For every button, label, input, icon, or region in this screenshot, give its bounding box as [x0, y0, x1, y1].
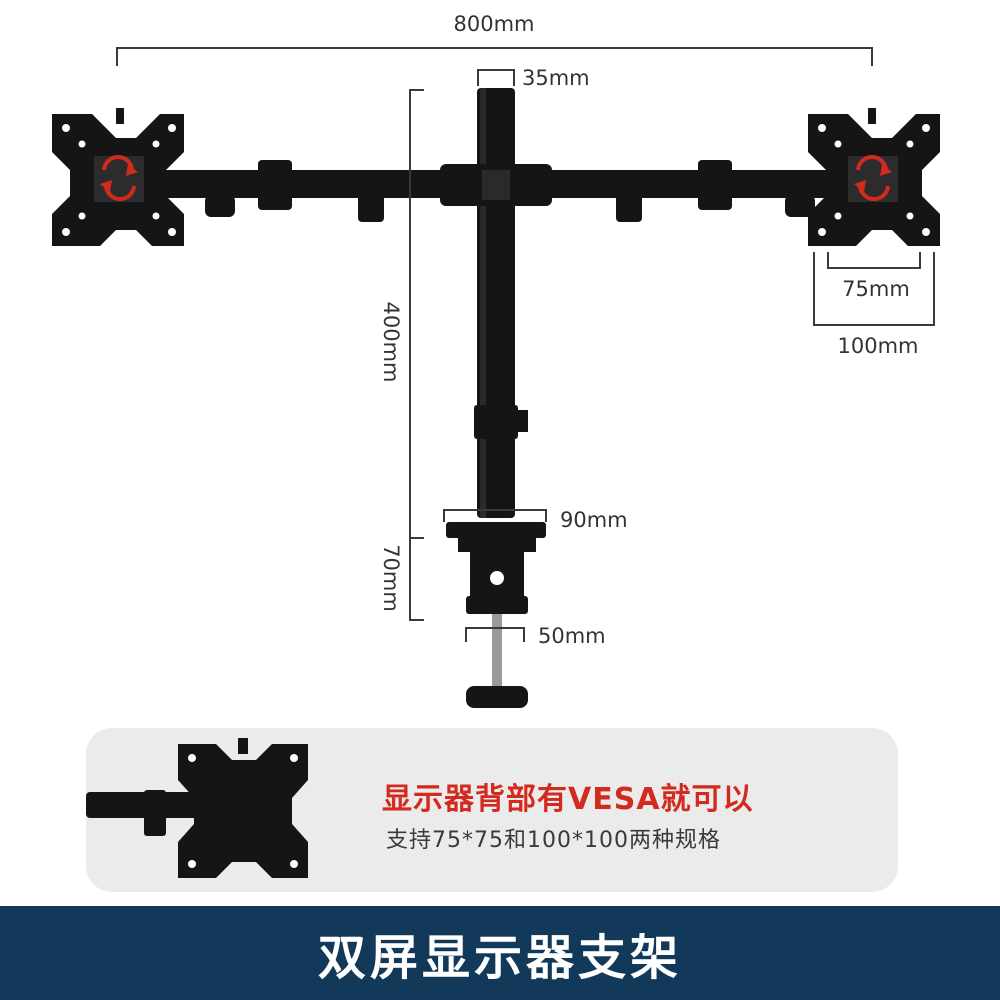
thumbnail-hole — [290, 754, 298, 762]
left-plate-hole — [62, 228, 70, 236]
vesa-info-title: 显示器背部有VESA就可以 — [382, 782, 754, 817]
clamp-hole — [490, 571, 504, 585]
left-plate-center — [94, 156, 144, 202]
thumbnail-plate — [178, 744, 308, 878]
left-arm-joint-outer — [258, 160, 292, 210]
height-bracket — [409, 89, 424, 621]
right-plate-hole — [922, 124, 930, 132]
vesa-small-label: 75mm — [842, 277, 910, 301]
base-plate — [446, 522, 546, 538]
right-plate-hole — [834, 140, 842, 148]
pole-highlight — [480, 88, 486, 518]
left-plate-hole — [78, 212, 86, 220]
clamp-opening-label: 50mm — [538, 624, 606, 648]
vesa-plate-thumbnail — [86, 738, 308, 878]
base-width-label: 90mm — [560, 508, 628, 532]
vesa-dimensions: 75mm 100mm — [813, 252, 935, 358]
left-arm-joint-inner — [358, 172, 384, 222]
thumbnail-hole — [290, 860, 298, 868]
thumbnail-joint — [144, 790, 166, 836]
base-width-bracket — [443, 509, 547, 522]
right-vesa-plate — [808, 108, 940, 246]
pole-height-label: 400mm — [379, 302, 403, 383]
right-arm — [512, 170, 842, 198]
right-plate-screw — [868, 108, 876, 124]
right-plate-hole — [818, 228, 826, 236]
vesa-info-panel: 显示器背部有VESA就可以 支持75*75和100*100两种规格 — [86, 728, 898, 892]
pole-collar — [474, 405, 518, 439]
left-plate-screw — [116, 108, 124, 124]
clamp-screw — [492, 614, 502, 690]
vesa-small-bracket — [827, 252, 921, 269]
right-plate-hole — [906, 140, 914, 148]
vertical-pole — [474, 88, 528, 518]
vesa-info-subtitle: 支持75*75和100*100两种规格 — [386, 828, 721, 853]
base-dimensions: 90mm 50mm — [443, 508, 628, 648]
right-plate-hole — [922, 228, 930, 236]
pole-diameter-dimension: 35mm — [477, 66, 590, 90]
total-width-label: 800mm — [454, 12, 535, 36]
rotate-icon — [854, 154, 892, 202]
left-arm-tilt-knob — [205, 195, 235, 217]
clamp-opening-bracket — [465, 627, 525, 642]
desk-clamp — [446, 522, 546, 708]
left-plate-hole — [168, 124, 176, 132]
thumbnail-screw — [238, 738, 248, 754]
clamp-body — [458, 538, 536, 596]
left-plate-hole — [78, 140, 86, 148]
clamp-height-label: 70mm — [379, 544, 403, 612]
vesa-large-bracket — [813, 252, 935, 326]
right-plate-center — [848, 156, 898, 202]
right-plate-hole — [834, 212, 842, 220]
product-title: 双屏显示器支架 — [317, 930, 682, 986]
right-arm-tilt-knob — [785, 195, 815, 217]
horizontal-arms — [150, 160, 842, 222]
pole-diameter-label: 35mm — [522, 66, 590, 90]
thumbnail-hole — [188, 860, 196, 868]
total-width-bracket — [116, 47, 873, 66]
hub-knob — [482, 170, 510, 200]
right-arm-joint-outer — [698, 160, 732, 210]
rotate-icon — [100, 154, 138, 202]
right-plate-hole — [818, 124, 826, 132]
thumbnail-hole — [188, 754, 196, 762]
clamp-jaw — [466, 596, 528, 614]
right-plate-hole — [906, 212, 914, 220]
left-arm — [150, 170, 480, 198]
clamp-knob — [466, 686, 528, 708]
pole-diameter-bracket — [477, 69, 515, 86]
total-width-dimension: 800mm — [116, 12, 873, 66]
left-plate-hole — [152, 140, 160, 148]
left-vesa-plate — [52, 108, 184, 246]
left-plate-hole — [168, 228, 176, 236]
left-plate-hole — [62, 124, 70, 132]
height-dimensions: 400mm 70mm — [379, 89, 424, 621]
monitor-mount-diagram: 800mm 35mm — [52, 12, 940, 708]
right-arm-joint-inner — [616, 172, 642, 222]
footer-banner: 双屏显示器支架 — [0, 906, 1000, 1000]
left-plate-hole — [152, 212, 160, 220]
collar-lever — [516, 410, 528, 432]
vesa-large-label: 100mm — [838, 334, 919, 358]
